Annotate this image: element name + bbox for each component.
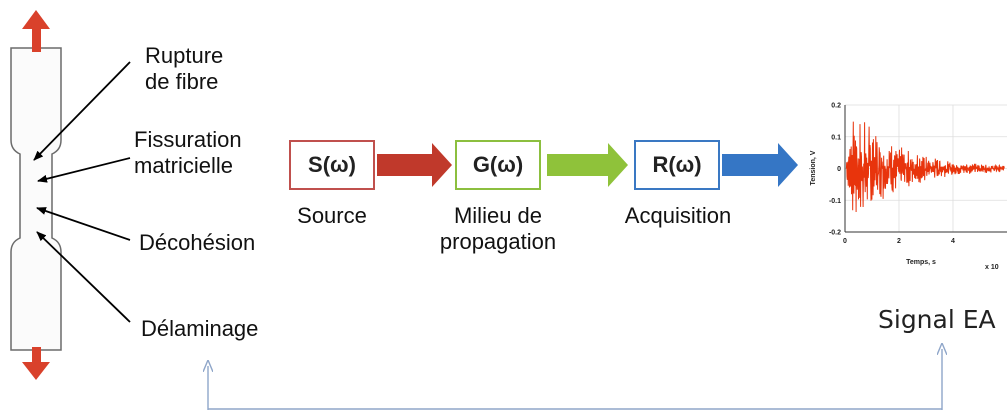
- chart-y-tick-1: 0.1: [831, 134, 841, 141]
- chart-x-ticks: 0 2 4: [843, 238, 955, 245]
- signal-title: Signal EA: [878, 305, 996, 334]
- chart-x-tick-2: 4: [951, 238, 955, 245]
- propagation-medium-block: G(ω): [455, 140, 541, 190]
- caption-acquisition: Acquisition: [624, 203, 732, 228]
- label-delamination: Délaminage: [141, 316, 259, 341]
- chart-x-multiplier: x 10: [985, 264, 999, 271]
- chart-x-tick-1: 2: [897, 238, 901, 245]
- label-fiber-rupture: Rupture de fibre: [145, 43, 224, 94]
- label-debonding: Décohésion: [139, 230, 256, 255]
- chart-y-tick-3: -0.1: [829, 198, 841, 205]
- chart-y-tick-4: -0.2: [829, 230, 841, 237]
- signal-waveform: [845, 121, 1005, 213]
- chart-y-label: Tension, V: [810, 150, 817, 185]
- arrow-matrix-cracking: [37, 157, 131, 183]
- tensile-arrow-up-icon: [22, 10, 50, 52]
- source-block: S(ω): [289, 140, 375, 190]
- arrow-medium-to-acquisition: [547, 143, 628, 187]
- tensile-arrow-down-icon: [22, 347, 50, 380]
- feedback-loop: [208, 349, 942, 410]
- caption-medium: Milieu de propagation: [439, 203, 557, 254]
- specimen-outline: [10, 47, 62, 351]
- arrow-debonding: [36, 207, 131, 241]
- arrow-fiber-rupture: [33, 61, 131, 161]
- chart-x-label: Temps, s: [906, 259, 936, 266]
- chart-y-ticks: 0.2 0.1 0 -0.1 -0.2: [829, 103, 841, 237]
- chart-y-tick-2: 0: [837, 166, 841, 173]
- arrow-acquisition-to-signal: [722, 143, 798, 187]
- chart-x-tick-0: 0: [843, 238, 847, 245]
- chart-y-tick-0: 0.2: [831, 103, 841, 110]
- label-matrix-cracking: Fissuration matricielle: [134, 127, 242, 178]
- acquisition-block: R(ω): [634, 140, 720, 190]
- arrow-source-to-medium: [377, 143, 452, 187]
- caption-source: Source: [297, 203, 367, 228]
- arrow-delamination: [36, 231, 131, 323]
